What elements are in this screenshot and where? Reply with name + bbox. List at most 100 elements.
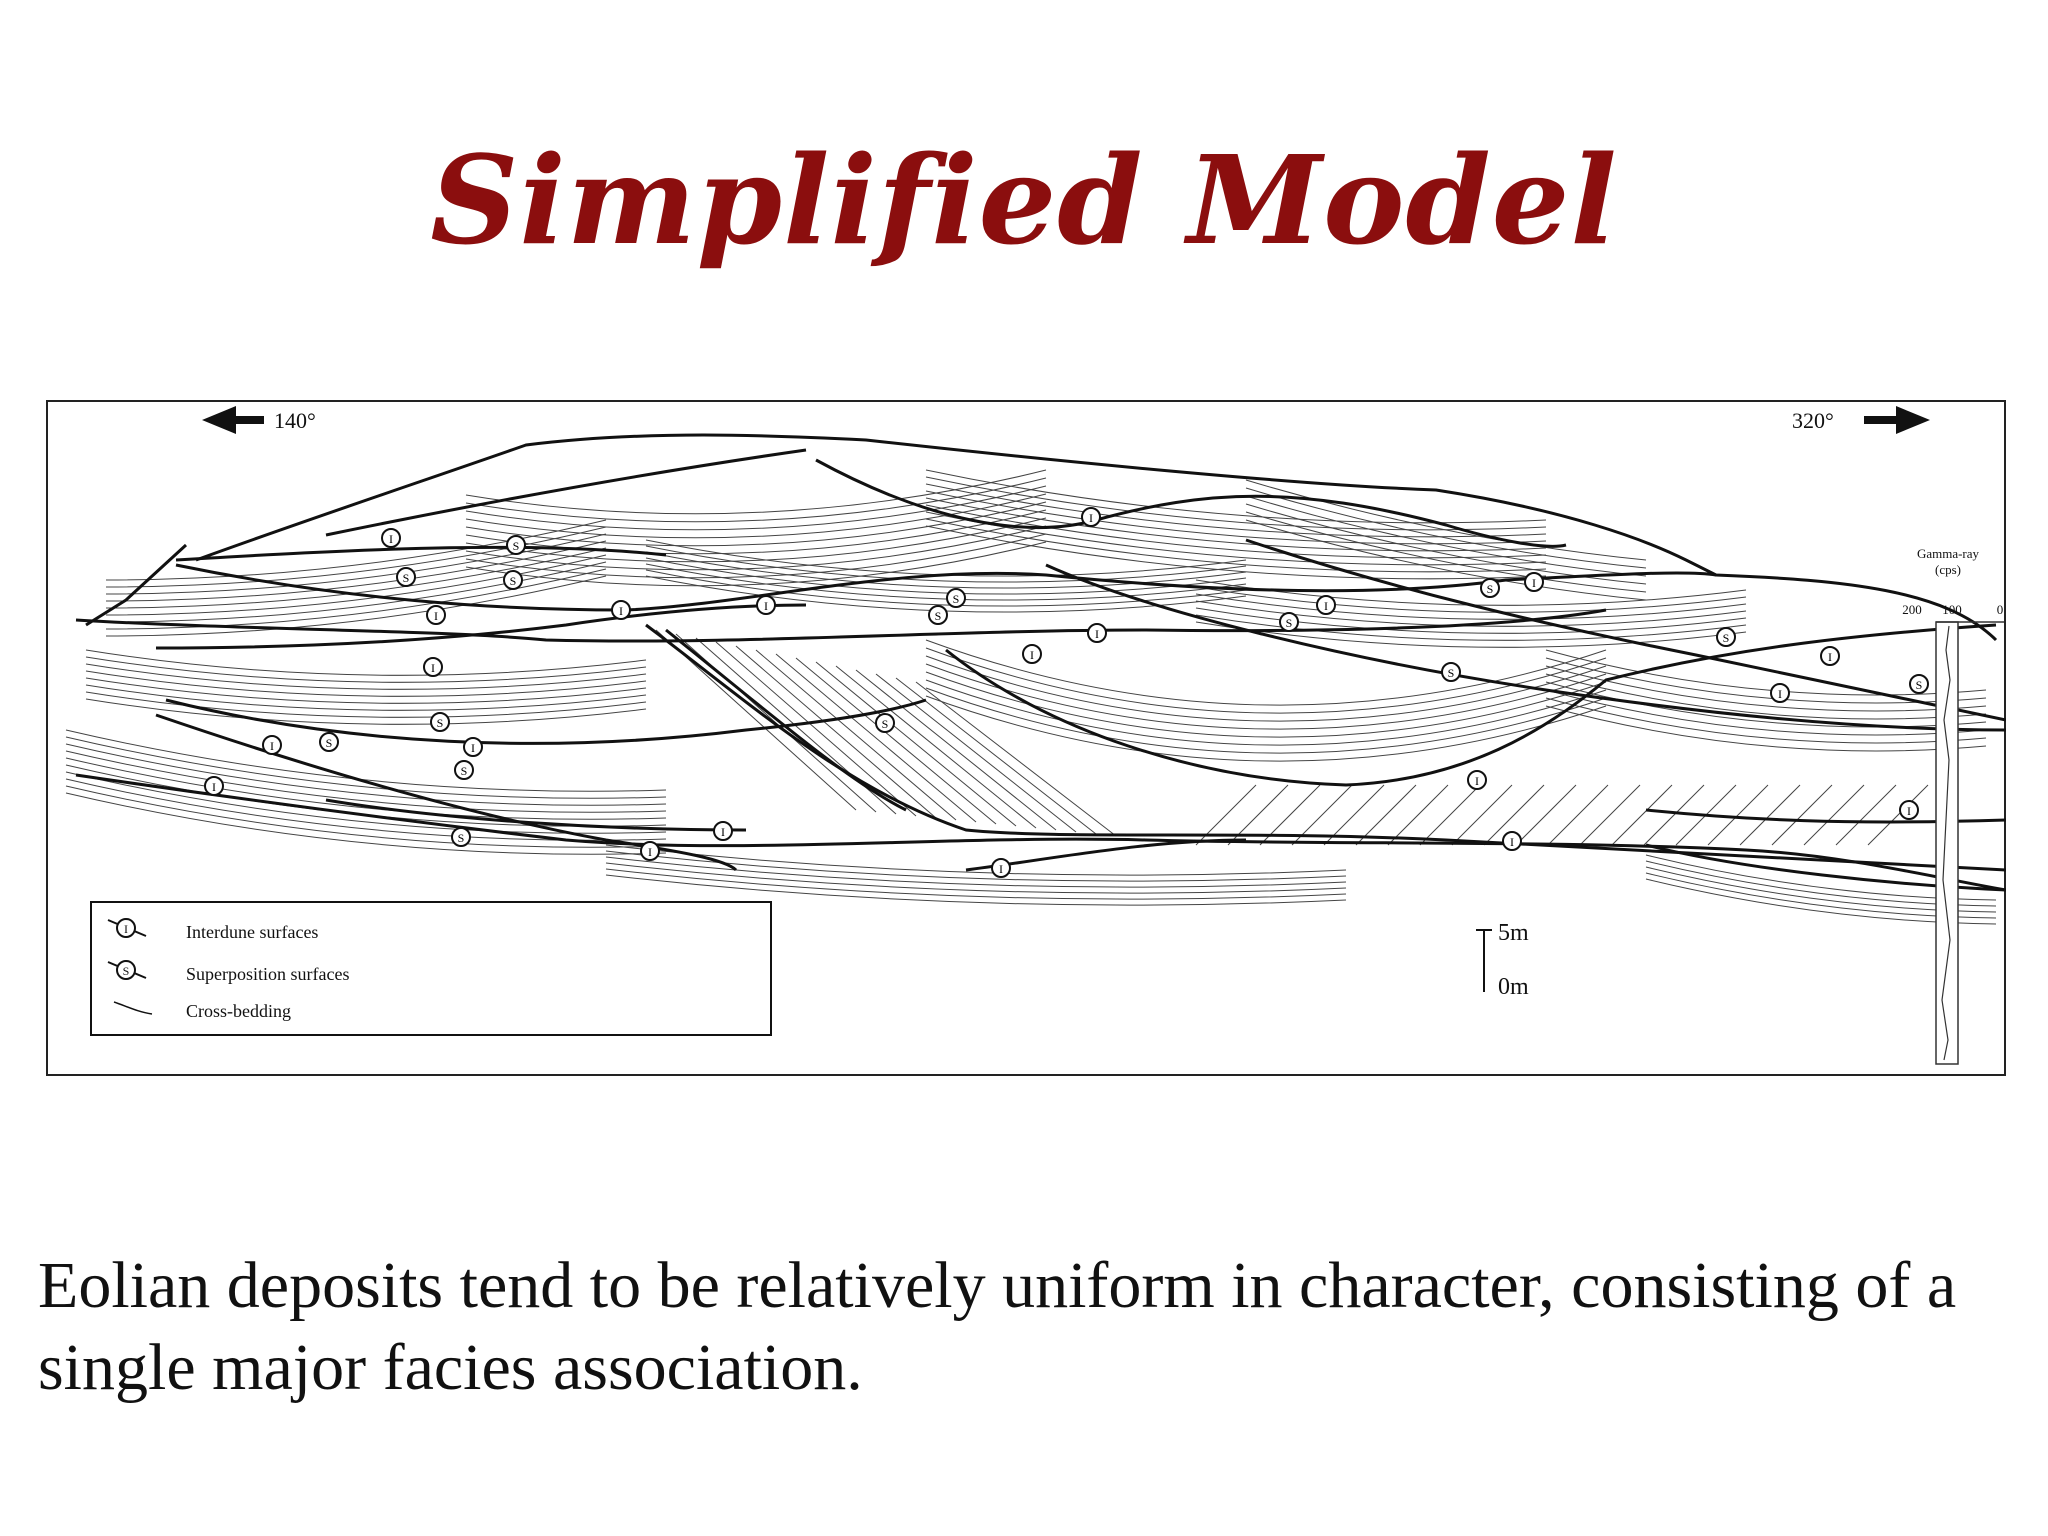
superposition-marker: S <box>1716 627 1736 647</box>
superposition-marker: S <box>503 570 523 590</box>
interdune-marker: I <box>1081 507 1101 527</box>
interdune-marker: I <box>1502 831 1522 851</box>
gamma-tick-0: 0 <box>1997 602 2004 617</box>
interdune-marker: I <box>756 595 776 615</box>
svg-text:I: I <box>1778 687 1782 701</box>
svg-text:S: S <box>513 539 520 553</box>
svg-text:I: I <box>1828 650 1832 664</box>
svg-text:I: I <box>648 845 652 859</box>
svg-text:S: S <box>326 736 333 750</box>
svg-text:I: I <box>1510 835 1514 849</box>
superposition-marker: S <box>1909 674 1929 694</box>
svg-text:I: I <box>212 780 216 794</box>
svg-text:I: I <box>999 862 1003 876</box>
direction-arrow-left: 140° <box>202 406 316 434</box>
slide-body-text: Eolian deposits tend to be relatively un… <box>38 1249 1957 1404</box>
superposition-marker: S <box>928 605 948 625</box>
interdune-marker: I <box>1467 770 1487 790</box>
svg-text:I: I <box>431 661 435 675</box>
svg-text:I: I <box>1475 774 1479 788</box>
svg-text:I: I <box>1907 804 1911 818</box>
legend-crossbedding-label: Cross-bedding <box>186 1001 291 1021</box>
svg-text:S: S <box>1723 631 1730 645</box>
legend-interdune-label: Interdune surfaces <box>186 922 318 942</box>
direction-right-label: 320° <box>1792 408 1834 433</box>
direction-left-label: 140° <box>274 408 316 433</box>
svg-text:I: I <box>1532 576 1536 590</box>
svg-text:S: S <box>458 831 465 845</box>
svg-text:S: S <box>1916 678 1923 692</box>
legend-superposition-symbol: S <box>107 960 147 980</box>
legend-crossbedding-symbol <box>113 1001 153 1015</box>
interdune-marker: I <box>611 600 631 620</box>
slide-title: Simplified Model <box>430 128 1618 272</box>
interdune-marker: I <box>1524 572 1544 592</box>
interdune-marker: I <box>991 858 1011 878</box>
interdune-marker: I <box>204 776 224 796</box>
superposition-marker: S <box>430 712 450 732</box>
interdune-marker: I <box>426 605 446 625</box>
superposition-marker: S <box>875 713 895 733</box>
gamma-tick-200: 200 <box>1902 602 1922 617</box>
interdune-marker: I <box>640 841 660 861</box>
interdune-marker: I <box>381 528 401 548</box>
interdune-marker: I <box>1316 595 1336 615</box>
superposition-marker: S <box>946 588 966 608</box>
svg-text:I: I <box>1030 648 1034 662</box>
svg-text:I: I <box>124 922 128 936</box>
interdune-marker: I <box>713 821 733 841</box>
interdune-marker: I <box>1899 800 1919 820</box>
superposition-marker: S <box>1480 578 1500 598</box>
interdune-marker: I <box>1770 683 1790 703</box>
interdune-marker: I <box>262 735 282 755</box>
svg-text:S: S <box>437 716 444 730</box>
svg-text:I: I <box>1095 627 1099 641</box>
svg-text:I: I <box>434 609 438 623</box>
direction-arrow-right: 320° <box>1792 406 1930 434</box>
gamma-label-1: Gamma-ray <box>1917 546 1980 561</box>
svg-text:I: I <box>764 599 768 613</box>
svg-text:I: I <box>1324 599 1328 613</box>
legend-box <box>90 901 772 1036</box>
superposition-marker: S <box>1279 612 1299 632</box>
svg-text:I: I <box>721 825 725 839</box>
svg-text:S: S <box>953 592 960 606</box>
superposition-marker: S <box>319 732 339 752</box>
superposition-marker: S <box>1441 662 1461 682</box>
interdune-marker: I <box>423 657 443 677</box>
svg-text:S: S <box>935 609 942 623</box>
svg-text:I: I <box>1089 511 1093 525</box>
interdune-marker: I <box>463 737 483 757</box>
legend-interdune-symbol: I <box>107 918 147 938</box>
interdune-marker: I <box>1087 623 1107 643</box>
superposition-marker: S <box>451 827 471 847</box>
scale-bottom-label: 0m <box>1498 974 1529 1000</box>
svg-text:I: I <box>270 739 274 753</box>
gamma-tick-100: 100 <box>1942 602 1962 617</box>
svg-text:I: I <box>389 532 393 546</box>
svg-text:S: S <box>1448 666 1455 680</box>
gamma-label-2: (cps) <box>1935 562 1961 577</box>
interdune-marker: I <box>1022 644 1042 664</box>
svg-text:S: S <box>123 964 130 978</box>
legend-superposition-label: Superposition surfaces <box>186 964 349 984</box>
scale-bar: 5m 0m <box>1476 920 1529 1000</box>
superposition-marker: S <box>396 567 416 587</box>
legend: I Interdune surfaces S Superposition sur… <box>90 901 772 1036</box>
svg-text:S: S <box>461 764 468 778</box>
interdune-marker: I <box>1820 646 1840 666</box>
scale-top-label: 5m <box>1498 920 1529 946</box>
svg-text:S: S <box>1286 616 1293 630</box>
svg-text:I: I <box>471 741 475 755</box>
svg-text:S: S <box>510 574 517 588</box>
gamma-ray-log: Gamma-ray (cps) 200 100 0 <box>1902 546 2004 1065</box>
superposition-marker: S <box>506 535 526 555</box>
svg-text:I: I <box>619 604 623 618</box>
superposition-marker: S <box>454 760 474 780</box>
svg-text:S: S <box>882 717 889 731</box>
svg-text:S: S <box>403 571 410 585</box>
svg-text:S: S <box>1487 582 1494 596</box>
bounding-surfaces <box>75 433 2006 892</box>
